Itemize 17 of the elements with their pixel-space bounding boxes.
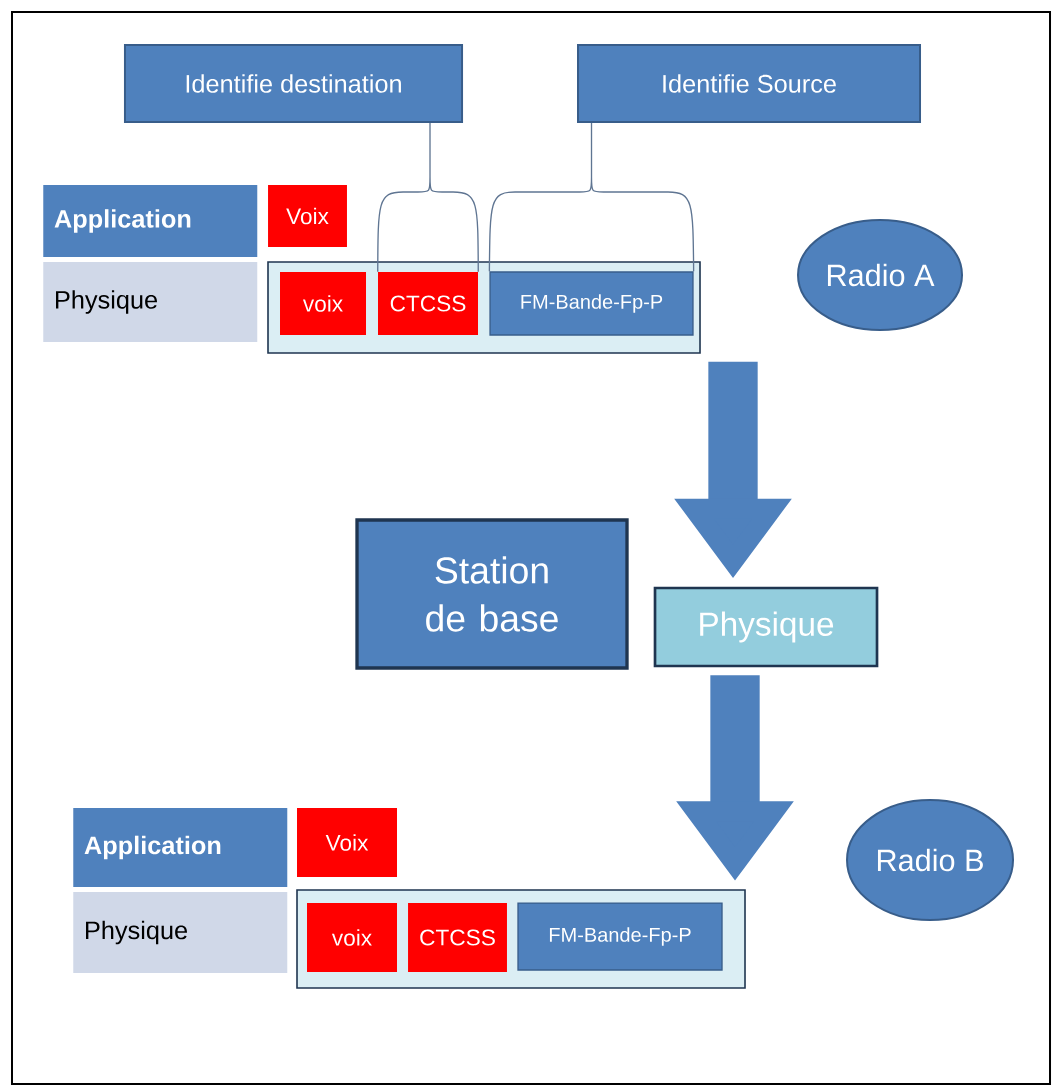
layer-label: Application <box>43 185 258 257</box>
protocol-box: voix <box>280 272 366 335</box>
protocol-box: FM-Bande-Fp-P <box>489 271 694 336</box>
layer-label: Physique <box>73 892 288 974</box>
protocol-box: Voix <box>268 185 347 247</box>
protocol-box: FM-Bande-Fp-P <box>517 902 723 971</box>
layer-label: Application <box>73 808 288 887</box>
identifier-box: Identifie destination <box>123 43 464 124</box>
brace <box>488 122 695 273</box>
layer-box: Physique <box>653 586 879 668</box>
identifier-box: Identifie Source <box>577 43 921 124</box>
protocol-box: CTCSS <box>408 903 507 973</box>
protocol-box: voix <box>307 903 397 973</box>
station-box: Station de base <box>355 518 629 670</box>
protocol-box: CTCSS <box>378 272 478 335</box>
protocol-box: Voix <box>297 807 397 878</box>
layer-label: Physique <box>43 262 258 342</box>
